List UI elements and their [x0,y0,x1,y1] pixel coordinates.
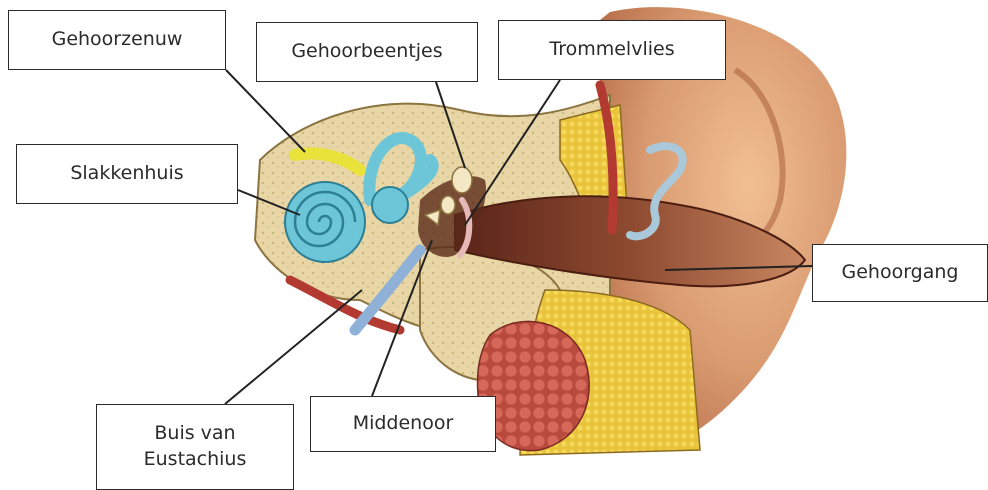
label-middenoor: Middenoor [310,396,496,452]
leader-gehoorzenuw [226,70,305,152]
label-gehoorzenuw: Gehoorzenuw [8,10,226,70]
label-slakkenhuis: Slakkenhuis [16,144,238,204]
cochlea [285,182,365,262]
label-buis-van-eustachius: Buis van Eustachius [96,404,294,490]
label-gehoorbeentjes: Gehoorbeentjes [256,22,478,82]
leader-buis [225,290,362,404]
label-trommelvlies: Trommelvlies [498,20,726,80]
vestibule [372,187,408,223]
label-gehoorgang: Gehoorgang [812,244,988,302]
